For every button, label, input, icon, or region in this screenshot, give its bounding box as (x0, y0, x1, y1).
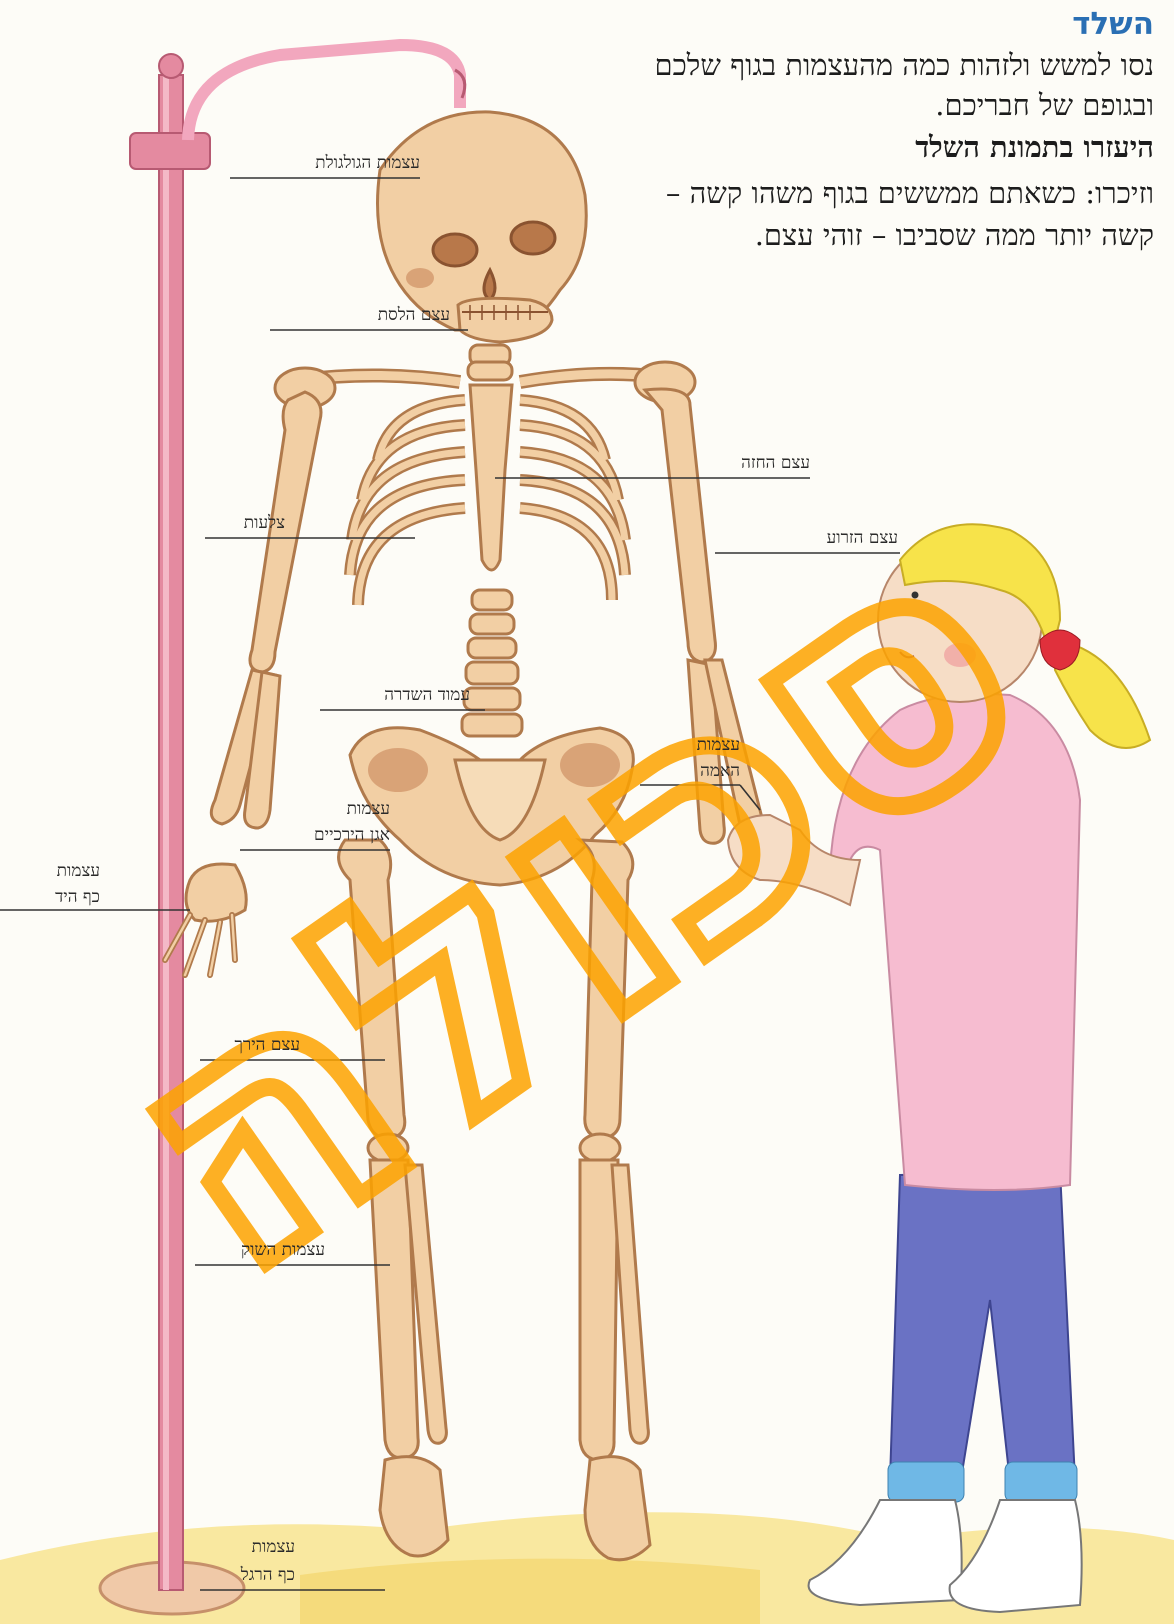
tibia-right (580, 1160, 618, 1460)
label-forearm-2: האמה (650, 758, 740, 785)
foot-right (585, 1457, 650, 1560)
intro-line-1: נסו למשש ולזהות כמה מהעצמות בגוף שלכם (654, 48, 1154, 83)
skull (378, 112, 587, 330)
jaw (458, 298, 552, 342)
label-pelvis-1: עצמות (240, 796, 390, 823)
label-sternum: עצם החזה (690, 450, 810, 477)
label-foot-2: כף הרגל (200, 1562, 295, 1589)
label-femur: עצם הירך (200, 1032, 300, 1059)
page-title: השלד (1072, 6, 1154, 42)
label-hand-1: עצמות (8, 858, 100, 885)
label-pelvis-2: אגן הירכיים (240, 822, 390, 849)
label-ribs: צלעות (205, 510, 285, 537)
label-skull: עצמות הגולגולת (230, 150, 420, 177)
help-line: היעזרו בתמונת השלד (915, 130, 1154, 165)
label-jaw: עצם הלסת (270, 302, 450, 329)
label-humerus: עצם הזרוע (790, 525, 898, 552)
label-forearm-1: עצמות (650, 732, 740, 759)
foot-left (380, 1457, 448, 1556)
label-foot-1: עצמות (200, 1534, 295, 1561)
reminder-line-1: וזיכרו: כשאתם ממששים בגוף משהו קשה – (666, 176, 1154, 211)
label-spine: עמוד השדרה (320, 682, 470, 709)
intro-line-2: ובגופם של חבריכם. (935, 88, 1154, 123)
label-shin: עצמות השוק (195, 1237, 325, 1264)
label-hand-2: כף היד (8, 884, 100, 911)
reminder-line-2: קשה יותר ממה שסביבו – זוהי עצם. (755, 218, 1154, 253)
